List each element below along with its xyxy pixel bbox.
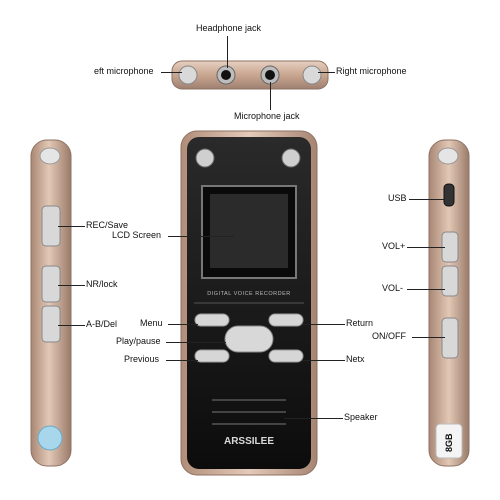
pointer-left-microphone bbox=[161, 72, 182, 73]
pointer-right-microphone bbox=[318, 72, 335, 73]
nr-lock-button[interactable] bbox=[42, 266, 60, 302]
pointer-headphone-jack bbox=[227, 36, 228, 68]
label-right-microphone: Right microphone bbox=[336, 66, 407, 76]
pointer-previous bbox=[166, 360, 198, 361]
left-side-view bbox=[28, 138, 74, 468]
label-vol-minus: VOL- bbox=[382, 283, 404, 293]
label-return: Return bbox=[346, 318, 374, 328]
ab-del-button[interactable] bbox=[42, 306, 60, 342]
front-view bbox=[180, 130, 318, 476]
label-usb: USB bbox=[388, 193, 407, 203]
pointer-microphone-jack bbox=[270, 82, 271, 110]
pointer-nr-lock bbox=[58, 285, 85, 286]
label-on-off: ON/OFF bbox=[372, 331, 406, 341]
label-microphone-jack: Microphone jack bbox=[234, 111, 300, 121]
label-nr-lock: NR/lock bbox=[86, 279, 118, 289]
microphone-jack-icon bbox=[262, 67, 278, 83]
brand-logo: ARSSILEE bbox=[223, 436, 274, 447]
label-speaker: Speaker bbox=[344, 412, 378, 422]
label-left-microphone: eft microphone bbox=[94, 66, 154, 76]
label-play-pause: Play/pause bbox=[116, 336, 161, 346]
menu-button[interactable] bbox=[195, 314, 229, 326]
logo-sticker-icon bbox=[38, 426, 62, 450]
pointer-menu bbox=[168, 324, 198, 325]
play-pause-button[interactable] bbox=[225, 326, 273, 352]
usb-port-icon bbox=[444, 184, 454, 206]
left-microphone-icon bbox=[180, 67, 196, 83]
pointer-speaker bbox=[284, 418, 343, 419]
next-button[interactable] bbox=[269, 350, 303, 362]
label-vol-plus: VOL+ bbox=[382, 241, 406, 251]
right-side-view bbox=[426, 138, 472, 468]
on-off-switch[interactable] bbox=[442, 318, 458, 358]
pointer-ab-del bbox=[58, 325, 85, 326]
lcd-screen bbox=[202, 186, 296, 278]
pointer-rec-save bbox=[58, 226, 85, 227]
storage-badge: 8GB bbox=[444, 433, 454, 453]
pointer-return bbox=[302, 324, 345, 325]
speaker-grille bbox=[212, 398, 286, 424]
pointer-next bbox=[302, 360, 345, 361]
pointer-vol-minus bbox=[407, 289, 445, 290]
vol-minus-button[interactable] bbox=[442, 266, 458, 296]
label-next: Netx bbox=[346, 354, 365, 364]
label-menu: Menu bbox=[140, 318, 163, 328]
pointer-usb bbox=[409, 199, 445, 200]
label-headphone-jack: Headphone jack bbox=[196, 23, 262, 33]
previous-button[interactable] bbox=[195, 350, 229, 362]
top-view bbox=[170, 55, 330, 95]
front-screen-panel-text: DIGITAL VOICE RECORDER bbox=[207, 291, 291, 297]
label-ab-del: A-B/Del bbox=[86, 319, 118, 329]
label-lcd-screen: LCD Screen bbox=[112, 230, 162, 240]
pointer-on-off bbox=[412, 337, 445, 338]
right-microphone-icon bbox=[304, 67, 320, 83]
pointer-lcd-screen bbox=[168, 236, 234, 237]
label-previous: Previous bbox=[124, 354, 160, 364]
pointer-vol-plus bbox=[407, 247, 445, 248]
return-button[interactable] bbox=[269, 314, 303, 326]
pointer-play-pause bbox=[166, 342, 226, 343]
headphone-jack-icon bbox=[218, 67, 234, 83]
label-rec-save: REC/Save bbox=[86, 220, 129, 230]
